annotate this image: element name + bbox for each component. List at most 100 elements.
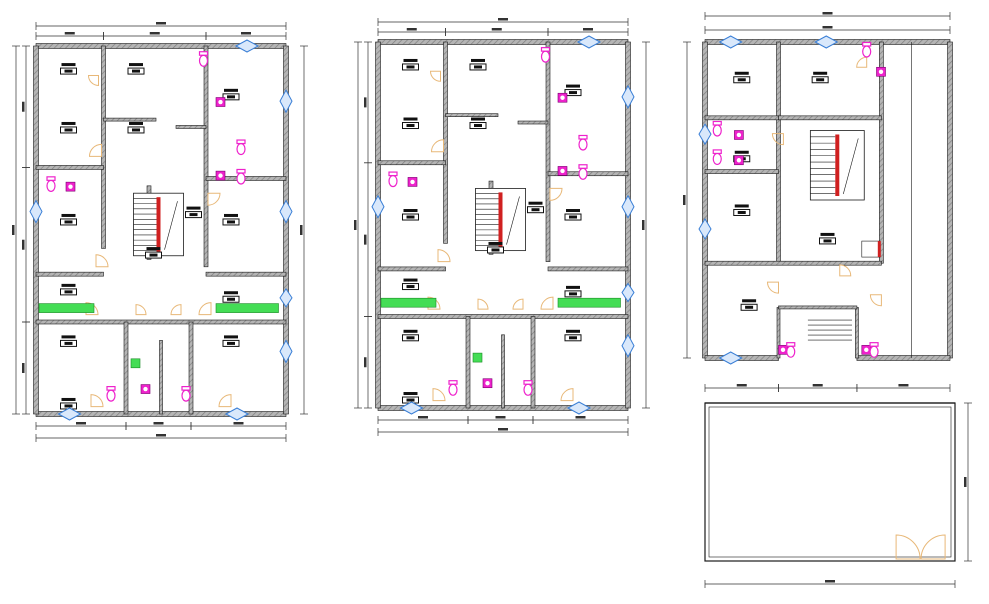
- window: [279, 287, 293, 308]
- room-label: [60, 283, 77, 296]
- door-swing: [207, 192, 221, 206]
- dimension-text: [575, 416, 586, 419]
- open-yard: [704, 402, 956, 562]
- room-label: [564, 84, 582, 97]
- wall: [443, 41, 448, 244]
- wall: [776, 41, 781, 264]
- dimension-text: [233, 422, 244, 425]
- room-size-mark: [737, 210, 746, 214]
- wall: [704, 115, 779, 121]
- wall: [205, 271, 287, 277]
- toilet-tank: [106, 386, 116, 391]
- dimension-text: [642, 220, 645, 230]
- room-name-bar: [224, 213, 238, 217]
- wall: [159, 340, 163, 415]
- room-name-bar: [224, 88, 238, 92]
- room-size-mark: [406, 336, 415, 340]
- room-name-bar: [403, 117, 418, 121]
- room-size-mark: [406, 124, 415, 128]
- window: [718, 35, 743, 49]
- room-name-bar: [820, 232, 835, 236]
- room-label: [402, 392, 419, 404]
- dimension-text: [418, 416, 428, 419]
- stair-arrow: [843, 138, 859, 195]
- stair-arrow: [506, 196, 520, 245]
- plan-middle: [354, 18, 650, 436]
- dimension-text: [822, 12, 833, 15]
- kitchen-counter: [215, 303, 279, 313]
- room-size-mark: [132, 128, 140, 132]
- toilet: [578, 138, 588, 151]
- plan-right: [683, 12, 972, 588]
- dimension-text: [64, 32, 75, 35]
- door-swing: [766, 281, 779, 294]
- room-size-mark: [745, 305, 754, 309]
- door-swing: [170, 304, 182, 316]
- room-size-mark: [737, 78, 746, 82]
- room-size-mark: [64, 128, 73, 132]
- room-size-mark: [149, 253, 158, 257]
- toilet-tank: [712, 149, 722, 155]
- fixture-basin: [485, 381, 490, 386]
- room-label: [185, 206, 202, 219]
- toilet-tank: [578, 134, 588, 140]
- room-name-bar: [129, 121, 143, 125]
- window: [279, 339, 293, 364]
- room-size-mark: [816, 78, 825, 82]
- wall: [123, 321, 129, 415]
- dimension-text: [825, 580, 835, 583]
- window: [234, 39, 260, 53]
- room-name-bar: [566, 285, 580, 289]
- door-swing: [427, 296, 441, 310]
- room-size-mark: [406, 285, 415, 289]
- toilet: [388, 174, 398, 188]
- door-swing: [560, 388, 574, 402]
- window: [814, 35, 839, 49]
- wall: [545, 41, 551, 262]
- wall: [856, 355, 951, 361]
- toilet-tank: [712, 120, 722, 126]
- dimension-text: [241, 32, 251, 35]
- room-size-mark: [823, 239, 832, 243]
- wall: [203, 45, 209, 268]
- wall: [530, 316, 536, 409]
- room-label: [222, 291, 240, 303]
- wall: [704, 169, 779, 174]
- toilet: [236, 142, 246, 156]
- room-label: [60, 397, 77, 410]
- window: [621, 282, 635, 303]
- door-swing: [477, 298, 489, 310]
- room-name-bar: [528, 201, 543, 205]
- door-swing: [512, 298, 524, 310]
- stair-handrail: [835, 134, 840, 196]
- room-name-bar: [61, 63, 76, 67]
- wall: [625, 41, 631, 409]
- fixture-basin: [736, 158, 742, 163]
- room-name-bar: [403, 392, 418, 396]
- wall: [702, 41, 708, 359]
- room-label: [60, 213, 77, 226]
- door-swing: [839, 264, 852, 277]
- room-label: [402, 278, 419, 291]
- wall: [778, 115, 882, 121]
- dimension-text: [812, 384, 823, 387]
- wall: [778, 305, 858, 310]
- door-swing: [95, 254, 109, 268]
- room-label: [564, 285, 582, 298]
- door-swing: [920, 534, 946, 560]
- room-size-mark: [569, 292, 577, 296]
- room-label: [222, 335, 240, 347]
- room-size-mark: [64, 341, 73, 345]
- toilet-tank: [198, 51, 209, 56]
- door-swing: [437, 249, 451, 263]
- wall: [704, 260, 882, 266]
- dimension-text: [964, 477, 967, 487]
- wall: [377, 160, 446, 166]
- window: [698, 217, 712, 240]
- room-name-bar: [566, 209, 580, 213]
- window: [621, 194, 635, 219]
- room-size-mark: [64, 290, 73, 294]
- door-swing: [88, 143, 102, 157]
- toilet-tank: [46, 176, 56, 181]
